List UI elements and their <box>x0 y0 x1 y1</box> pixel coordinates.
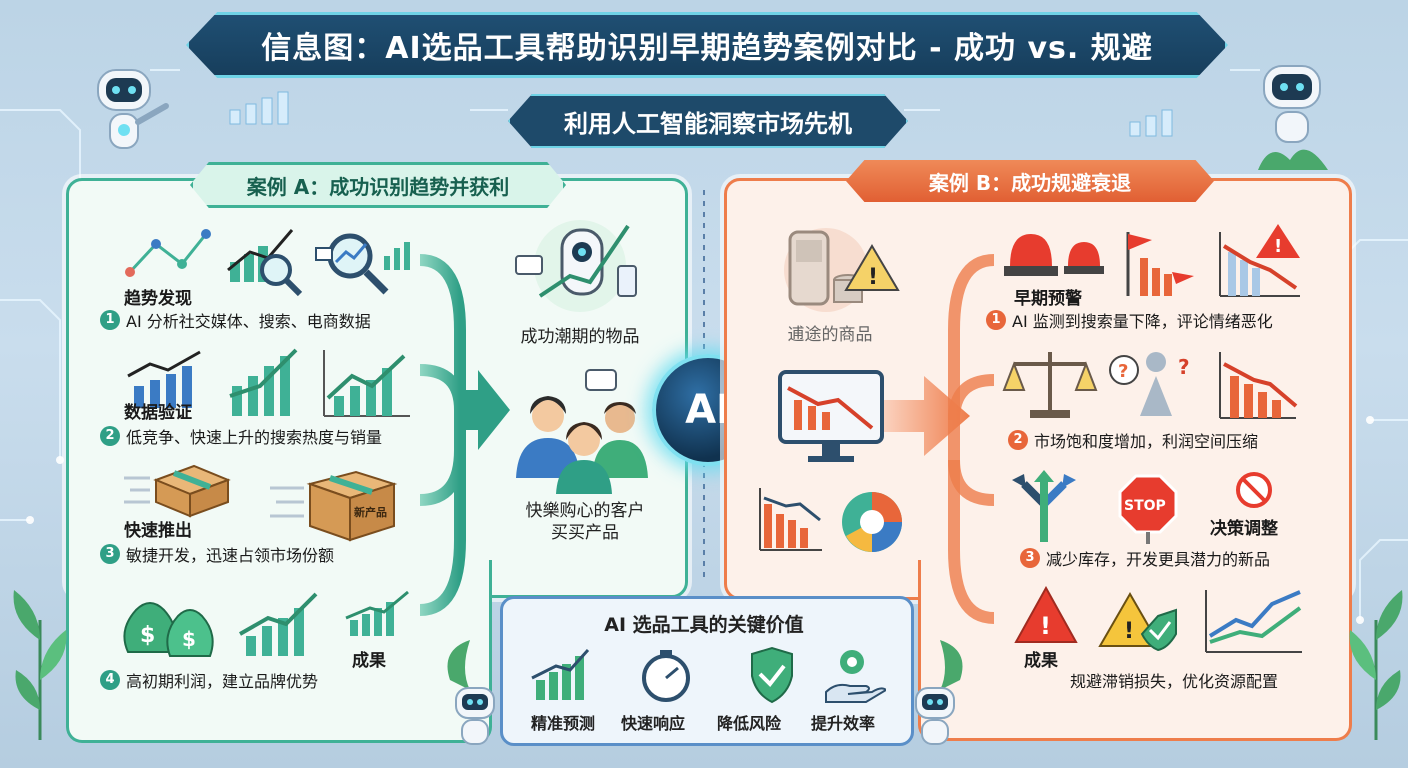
svg-text:?: ? <box>1178 355 1190 379</box>
profit-icons: $ $ <box>123 590 409 657</box>
early-warning-icons: ! <box>1004 224 1300 297</box>
step-a2-number: 2 <box>100 426 120 446</box>
step-a3-desc: 敏捷开发，迅速占领市场份额 <box>126 546 335 565</box>
smart-camera-product-icon <box>515 220 637 312</box>
plant-right-icon <box>1349 590 1403 740</box>
step-b1-text: 1 AI 监测到搜索量下降，评论情绪恶化 <box>986 308 1273 332</box>
step-a3-number: 3 <box>100 544 120 564</box>
svg-text:!: ! <box>1124 619 1134 644</box>
declining-monitor-icon <box>778 370 884 462</box>
ai-core-label: AI <box>685 387 731 433</box>
step-b3-title: 决策调整 <box>1210 519 1278 539</box>
svg-text:!: ! <box>868 265 878 290</box>
step-a2-title: 数据验证 <box>124 403 192 423</box>
step-a1-title: 趋势发现 <box>124 289 192 309</box>
shipping-box-icon <box>124 464 231 518</box>
case-b-flow-arrows <box>884 254 994 624</box>
svg-text:$: $ <box>140 623 155 648</box>
plant-left-icon <box>13 590 67 740</box>
step-a4-text: 4 高初期利润，建立品牌优势 <box>100 668 318 692</box>
robot-bottom-left-icon <box>447 640 495 745</box>
robot-top-left-icon <box>97 69 169 149</box>
step-b2-desc: 市场饱和度增加，利润空间压缩 <box>1034 432 1259 451</box>
case-b-header-label: 案例 B：成功规避衰退 <box>928 170 1132 195</box>
case-a-header-label: 案例 A：成功识别趋势并获利 <box>246 174 510 199</box>
key-value-title: AI 选品工具的关键价值 <box>604 614 804 636</box>
step-b1-number: 1 <box>986 310 1006 330</box>
market-saturation-icons: ? ? <box>1002 352 1298 419</box>
happy-customers-label: 快樂购心的客户 买买产品 <box>525 501 645 543</box>
case-a-header: 案例 A：成功识别趋势并获利 <box>190 162 566 208</box>
step-b4-text: 规避滞销损失，优化资源配置 <box>1070 668 1278 692</box>
svg-text:?: ? <box>1118 361 1128 382</box>
new-product-label: 新产品 <box>354 506 387 519</box>
new-product-box-icon <box>270 470 398 542</box>
data-validation-icons <box>127 348 410 417</box>
outcome-b-icons: ! ! <box>1014 586 1302 653</box>
step-b2-number: 2 <box>1008 430 1028 450</box>
decision-adjust-icons: STOP <box>1012 470 1272 544</box>
trend-discovery-icons <box>125 229 410 297</box>
step-b4-title: 成果 <box>1024 651 1058 671</box>
declining-product-label: 逋途的商品 <box>787 325 873 345</box>
key-value-icons <box>531 646 886 704</box>
svg-text:!: ! <box>1040 612 1051 640</box>
page-subtitle: 利用人工智能洞察市场先机 <box>564 109 852 138</box>
title-banner: 信息图：AI选品工具帮助识别早期趋势案例对比 - 成功 vs. 规避 <box>186 12 1228 78</box>
step-b3-desc: 减少库存，开发更具潜力的新品 <box>1046 550 1271 569</box>
case-a-flow-arrows <box>420 254 510 616</box>
step-b2-text: 2 市场饱和度增加，利润空间压缩 <box>1008 428 1258 452</box>
step-a4-number: 4 <box>100 670 120 690</box>
robot-bottom-right-icon <box>915 640 963 745</box>
decline-charts-icon <box>759 488 902 552</box>
case-b-header: 案例 B：成功规避衰退 <box>846 160 1214 202</box>
value-item-2: 快速响应 <box>620 714 685 733</box>
declining-product-icon: ! <box>784 228 900 312</box>
robot-top-right-icon <box>1258 65 1328 170</box>
page-title: 信息图：AI选品工具帮助识别早期趋势案例对比 - 成功 vs. 规避 <box>261 31 1153 66</box>
happy-customers-icon <box>516 369 648 494</box>
svg-text:$: $ <box>182 627 196 651</box>
subtitle-banner: 利用人工智能洞察市场先机 <box>508 94 908 148</box>
step-b3-text: 3 减少库存，开发更具潜力的新品 <box>1020 546 1270 570</box>
step-a3-text: 3 敏捷开发，迅速占领市场份额 <box>100 542 334 566</box>
trend-product-label: 成功潮期的物品 <box>520 327 640 347</box>
step-a2-desc: 低竞争、快速上升的搜索热度与销量 <box>126 428 383 447</box>
case-b-panel-extension <box>918 560 1352 741</box>
step-a4-title: 成果 <box>352 651 386 671</box>
value-item-4: 提升效率 <box>810 714 875 733</box>
stop-sign-text: STOP <box>1124 498 1166 514</box>
step-a1-text: 1 AI 分析社交媒体、搜索、电商数据 <box>100 308 371 332</box>
step-a2-text: 2 低竞争、快速上升的搜索热度与销量 <box>100 424 382 448</box>
step-a1-desc: AI 分析社交媒体、搜索、电商数据 <box>126 312 371 331</box>
step-a1-number: 1 <box>100 310 120 330</box>
step-b3-number: 3 <box>1020 548 1040 568</box>
step-b1-title: 早期预警 <box>1014 289 1082 309</box>
step-b1-desc: AI 监测到搜索量下降，评论情绪恶化 <box>1012 312 1273 331</box>
value-item-1: 精准预测 <box>530 714 595 733</box>
step-a4-desc: 高初期利润，建立品牌优势 <box>126 672 319 691</box>
step-a3-title: 快速推出 <box>124 521 192 541</box>
value-item-3: 降低风险 <box>716 714 781 733</box>
svg-text:!: ! <box>1274 236 1282 257</box>
step-b4-desc: 规避滞销损失，优化资源配置 <box>1070 672 1279 691</box>
